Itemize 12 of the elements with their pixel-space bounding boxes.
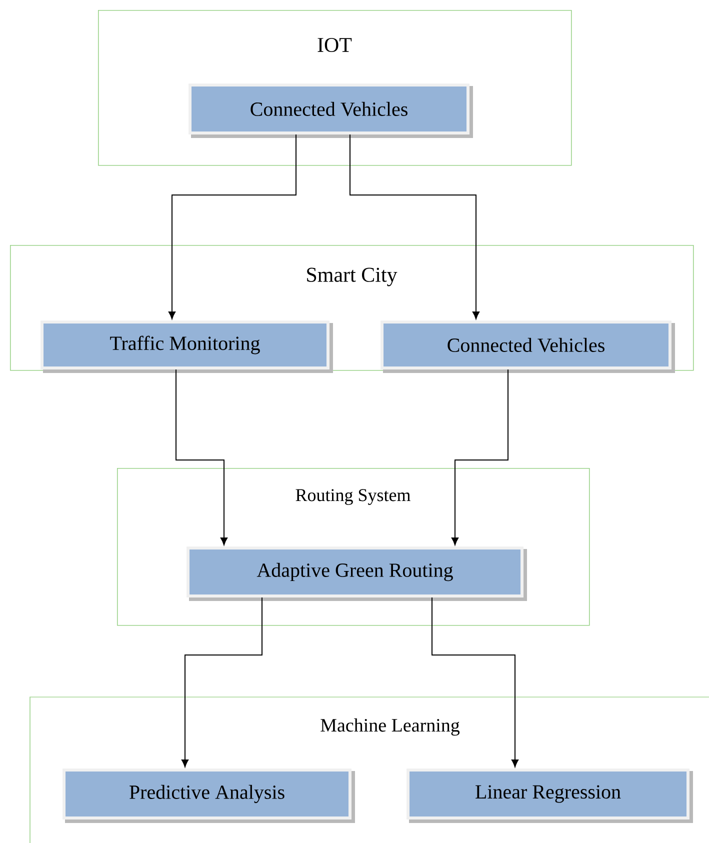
process-box: Connected Vehicles [380,320,675,373]
process-box: Predictive Analysis [62,768,355,823]
arrow [176,369,228,546]
process-box: Connected Vehicles [188,84,473,138]
process-box: Adaptive Green Routing [186,546,527,601]
arrow [181,597,262,768]
arrow [451,369,508,546]
arrow [432,597,519,768]
arrow [168,134,296,320]
arrow [350,134,480,320]
process-box: Linear Regression [406,768,693,823]
process-box: Traffic Monitoring [40,320,333,373]
